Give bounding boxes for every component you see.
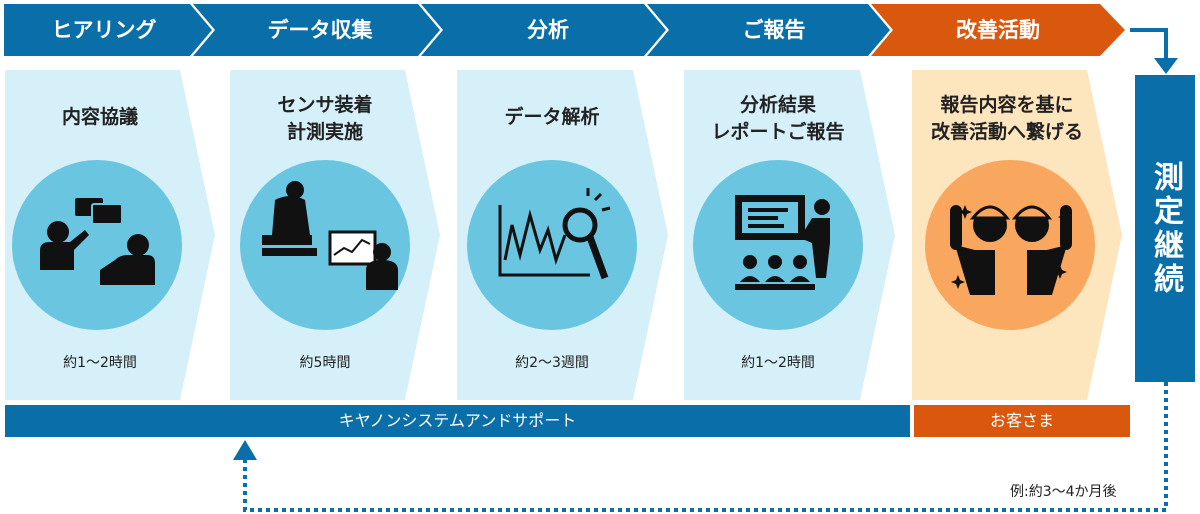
- continue-measurement-box: 測定継続: [1135, 75, 1195, 382]
- step-title-3: データ解析: [504, 106, 600, 128]
- arrow-head-icon: [1154, 58, 1178, 74]
- cycle-arrow-head-icon: [233, 440, 257, 460]
- step-duration-3: 約2～3週間: [515, 355, 589, 371]
- step-title-1: 内容協議: [61, 106, 138, 128]
- step-header-hearing: ヒアリング: [51, 18, 157, 42]
- header-chevron-4: [647, 4, 890, 56]
- cycle-note: 例:約3～4か月後: [1010, 484, 1117, 500]
- step-header-data-collection: データ収集: [267, 18, 373, 42]
- step-title-2: センサ装着 計測実施: [277, 94, 373, 143]
- header-chevron-2: [193, 4, 440, 56]
- circle-1: [12, 160, 182, 330]
- step-duration-4: 約1～2時間: [741, 355, 815, 371]
- arrow-to-continue: [1130, 28, 1168, 62]
- step-duration-1: 約1～2時間: [63, 355, 137, 371]
- analysis-icon: [498, 188, 611, 280]
- presentation-icon: [735, 195, 830, 290]
- circle-4: [693, 160, 863, 330]
- measurement-icon: [262, 181, 398, 290]
- discussion-icon: [40, 198, 155, 285]
- step-title-5: 報告内容を基に 改善活動へ繋げる: [930, 94, 1083, 143]
- workers-celebrate-icon: [950, 205, 1072, 295]
- step-header-report: ご報告: [742, 18, 806, 42]
- header-chevron-5: [871, 4, 1125, 56]
- provider-bar: キヤノンシステムアンドサポート: [5, 405, 910, 437]
- step-header-improvement: 改善活動: [956, 18, 1040, 42]
- step-header-analysis: 分析: [527, 18, 569, 42]
- header-chevron-1: [4, 4, 212, 56]
- cycle-loop-line: [243, 382, 1168, 512]
- header-chevron-3: [421, 4, 666, 56]
- step-duration-2: 約5時間: [299, 355, 351, 371]
- customer-bar: お客さま: [914, 405, 1130, 437]
- step-title-4: 分析結果 レポートご報告: [711, 94, 845, 143]
